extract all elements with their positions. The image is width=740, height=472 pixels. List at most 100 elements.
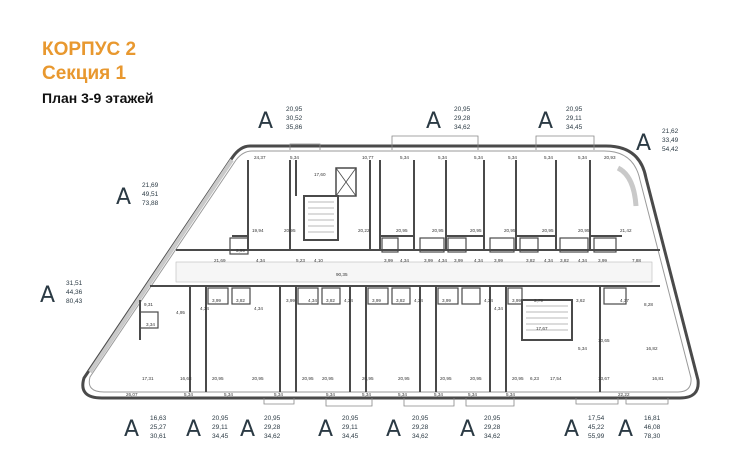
stair-area: 17,67 <box>536 326 548 331</box>
dimension-label: 22,22 <box>618 392 630 397</box>
dimension-label: 5,34 <box>326 392 335 397</box>
room-area: 3,82 <box>326 298 335 303</box>
apartment-label-7: A 16,63 25,27 30,61 <box>124 415 167 442</box>
apartment-letter: A <box>386 417 401 442</box>
dimension-label: 5,34 <box>398 392 407 397</box>
room-area: 20,95 <box>578 228 590 233</box>
dimension-label: 5,34 <box>578 155 587 160</box>
dimension-label: 5,34 <box>362 392 371 397</box>
stair-steps <box>308 201 334 233</box>
upper-walls <box>176 160 660 251</box>
apartment-label-4: A 21,62 33,49 54,42 <box>636 128 679 156</box>
dimension-label: 5,34 <box>184 392 193 397</box>
apartment-letter: A <box>636 131 651 156</box>
building-outline <box>81 144 700 400</box>
corridor-area: 90,35 <box>336 272 348 277</box>
apartment-area: 34,62 <box>264 433 281 440</box>
apartment-area: 29,28 <box>412 424 429 431</box>
apartment-area: 33,49 <box>662 137 679 144</box>
right-glazing <box>616 165 639 207</box>
room-area: 3,79 <box>534 298 543 303</box>
room-area: 4,34 <box>344 298 353 303</box>
room-area: 20,95 <box>302 376 314 381</box>
room-area: 4,34 <box>308 298 317 303</box>
apartment-area: 80,43 <box>66 298 83 305</box>
apartment-area: 35,86 <box>286 124 303 131</box>
apartment-letter: A <box>318 417 333 442</box>
dimension-label: 5,34 <box>224 392 233 397</box>
apartment-letter: A <box>240 417 255 442</box>
apartment-letter: A <box>426 109 441 134</box>
apartment-area: 31,51 <box>66 280 83 287</box>
apartment-area: 20,95 <box>412 415 429 422</box>
apartment-area: 34,62 <box>454 124 471 131</box>
room-area: 3,99 <box>212 298 221 303</box>
room-area: 3,82 <box>560 258 569 263</box>
building-inner-outline <box>88 150 692 393</box>
room-area: 20,95 <box>470 376 482 381</box>
dimension-label: 5,34 <box>508 155 517 160</box>
room-area: 20,95 <box>396 228 408 233</box>
room-area: 4,34 <box>400 258 409 263</box>
upper-small-areas: 3,99 21,69 4,34 5,23 4,10 3,99 4,34 3,99… <box>214 248 641 263</box>
apartment-area: 78,30 <box>644 433 661 440</box>
room-area: 20,95 <box>512 376 524 381</box>
apartment-area: 34,45 <box>212 433 229 440</box>
apartment-label-12: A 20,95 29,28 34,62 <box>460 415 501 442</box>
room-area: 3,99 <box>454 258 463 263</box>
room-area: 4,34 <box>474 258 483 263</box>
floor-plan-title: План 3-9 этажей <box>42 90 154 106</box>
room-area: 3,82 <box>236 298 245 303</box>
apartment-area: 21,69 <box>142 182 159 189</box>
apartment-label-3: A 20,95 29,11 34,45 <box>538 106 583 134</box>
apartment-area: 34,62 <box>484 433 501 440</box>
apartment-area: 29,11 <box>212 424 228 431</box>
room-area: 20,95 <box>322 376 334 381</box>
apartment-area: 30,61 <box>150 433 167 440</box>
apartment-label-6: A 31,51 44,36 80,43 <box>40 280 83 308</box>
apartment-area: 34,62 <box>412 433 429 440</box>
room-area: 3,99 <box>424 258 433 263</box>
dimension-label: 26,07 <box>126 392 138 397</box>
room-area: 4,34 <box>254 306 263 311</box>
dimension-label: 5,34 <box>438 155 447 160</box>
apartment-letter: A <box>460 417 475 442</box>
apartment-letter: A <box>40 283 55 308</box>
building-title: КОРПУС 2 <box>42 39 137 60</box>
room-area: 3,99 <box>442 298 451 303</box>
room-area: 16,82 <box>646 346 658 351</box>
room-area: 5,23 <box>296 258 305 263</box>
room-area: 3,99 <box>384 258 393 263</box>
room-area: 4,34 <box>200 306 209 311</box>
room-area: 3,99 <box>286 298 295 303</box>
dimension-label: 5,34 <box>544 155 553 160</box>
room-area: 4,34 <box>494 306 503 311</box>
room-area: 20,95 <box>398 376 410 381</box>
room-area: 17,54 <box>550 376 562 381</box>
room-area: 20,95 <box>440 376 452 381</box>
apartment-area: 45,22 <box>588 424 605 431</box>
dimension-label: 5,34 <box>274 392 283 397</box>
room-area: 13,67 <box>598 376 610 381</box>
room-area: 3,99 <box>512 298 521 303</box>
room-area: 16,81 <box>652 376 664 381</box>
room-area: 21,42 <box>620 228 632 233</box>
corridor <box>175 261 653 283</box>
section-title: Секция 1 <box>42 63 127 84</box>
dimension-label: 5,34 <box>434 392 443 397</box>
room-area: 3,99 <box>598 258 607 263</box>
apartment-area: 49,51 <box>142 191 159 198</box>
dimension-label: 17,60 <box>314 172 326 177</box>
room-area: 3,99 <box>372 298 381 303</box>
apartment-area: 20,95 <box>484 415 501 422</box>
room-area: 4,95 <box>176 310 185 315</box>
lower-walls <box>139 285 660 392</box>
apartment-label-1: A 20,95 30,52 35,86 <box>258 106 303 134</box>
dimension-label: 5,34 <box>468 392 477 397</box>
apartment-letter: A <box>618 417 633 442</box>
apartment-area: 34,45 <box>566 124 583 131</box>
apartment-area: 20,95 <box>566 106 583 113</box>
apartment-label-8: A 20,95 29,11 34,45 <box>186 415 229 442</box>
room-area: 4,34 <box>544 258 553 263</box>
apartment-area: 20,95 <box>264 415 281 422</box>
